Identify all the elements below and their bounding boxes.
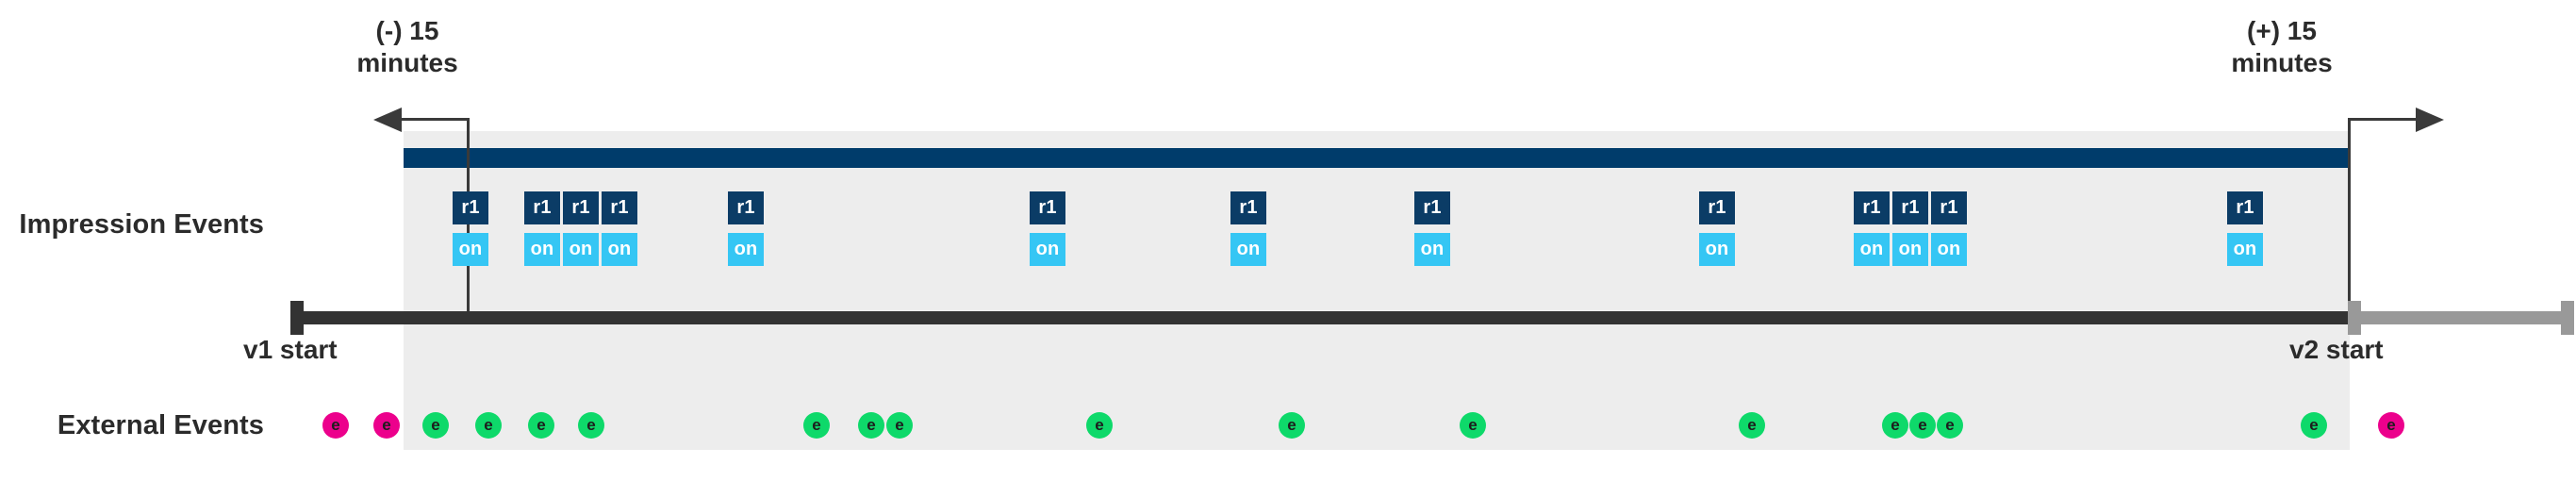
impression-state-chip: on <box>1892 233 1928 266</box>
external-events-row-label: External Events <box>57 410 264 440</box>
impression-request-chip: r1 <box>453 191 488 224</box>
external-event-dot-16[interactable]: e <box>2301 412 2327 439</box>
impression-state-chip: on <box>1230 233 1266 266</box>
impression-request-chip: r1 <box>2227 191 2263 224</box>
impression-request-chip: r1 <box>1414 191 1450 224</box>
impression-event-4[interactable]: r1 on <box>728 191 764 266</box>
plus-15-minutes-line2: minutes <box>2231 48 2333 77</box>
external-event-dot-1[interactable]: e <box>373 412 400 439</box>
external-event-dot-15[interactable]: e <box>1937 412 1963 439</box>
external-event-dot-10[interactable]: e <box>1279 412 1305 439</box>
plus-15-minutes-line1: (+) 15 <box>2247 16 2317 45</box>
arrow-right-icon <box>2416 108 2444 132</box>
external-event-dot-17[interactable]: e <box>2378 412 2404 439</box>
impression-request-chip: r1 <box>524 191 560 224</box>
minus-15-minutes-line2: minutes <box>356 48 458 77</box>
window-end-guide-line <box>2348 118 2351 323</box>
v2-start-cap <box>2348 301 2361 335</box>
impression-events-row-label: Impression Events <box>19 209 264 240</box>
external-event-dot-3[interactable]: e <box>475 412 502 439</box>
attribution-window-band <box>404 131 2350 450</box>
external-event-dot-7[interactable]: e <box>858 412 884 439</box>
impression-event-11[interactable]: r1 on <box>1931 191 1967 266</box>
impression-state-chip: on <box>728 233 764 266</box>
external-event-dot-5[interactable]: e <box>578 412 604 439</box>
impression-state-chip: on <box>1931 233 1967 266</box>
impression-event-7[interactable]: r1 on <box>1414 191 1450 266</box>
impression-state-chip: on <box>2227 233 2263 266</box>
impression-event-8[interactable]: r1 on <box>1699 191 1735 266</box>
plus-15-minutes-callout: (+) 15 minutes <box>2206 15 2357 79</box>
impression-request-chip: r1 <box>728 191 764 224</box>
impression-event-3[interactable]: r1 on <box>602 191 637 266</box>
impression-state-chip: on <box>1414 233 1450 266</box>
impression-request-chip: r1 <box>1030 191 1065 224</box>
impression-event-6[interactable]: r1 on <box>1230 191 1266 266</box>
impression-event-0[interactable]: r1 on <box>453 191 488 266</box>
impression-request-chip: r1 <box>1230 191 1266 224</box>
impression-event-10[interactable]: r1 on <box>1892 191 1928 266</box>
impression-state-chip: on <box>1699 233 1735 266</box>
minus-15-minutes-callout: (-) 15 minutes <box>332 15 483 79</box>
minus-15-elbow-line <box>400 118 470 121</box>
impression-state-chip: on <box>453 233 488 266</box>
impression-state-chip: on <box>1854 233 1890 266</box>
impression-event-12[interactable]: r1 on <box>2227 191 2263 266</box>
impression-request-chip: r1 <box>1892 191 1928 224</box>
external-event-dot-2[interactable]: e <box>422 412 449 439</box>
impression-event-2[interactable]: r1 on <box>563 191 599 266</box>
external-event-dot-4[interactable]: e <box>528 412 554 439</box>
external-event-dot-9[interactable]: e <box>1086 412 1113 439</box>
external-event-dot-0[interactable]: e <box>322 412 349 439</box>
v2-timeline-axis <box>2348 311 2574 324</box>
v2-end-cap <box>2561 301 2574 335</box>
impression-event-5[interactable]: r1 on <box>1030 191 1065 266</box>
impression-request-chip: r1 <box>602 191 637 224</box>
v1-timeline-axis <box>290 311 2353 324</box>
impression-event-1[interactable]: r1 on <box>524 191 560 266</box>
v2-start-label: v2 start <box>2289 335 2384 364</box>
external-event-dot-11[interactable]: e <box>1460 412 1486 439</box>
impression-event-9[interactable]: r1 on <box>1854 191 1890 266</box>
arrow-left-icon <box>373 108 402 132</box>
external-event-dot-6[interactable]: e <box>803 412 830 439</box>
impression-request-chip: r1 <box>1931 191 1967 224</box>
external-event-dot-8[interactable]: e <box>886 412 913 439</box>
external-event-dot-12[interactable]: e <box>1739 412 1765 439</box>
impression-request-chip: r1 <box>1854 191 1890 224</box>
impression-state-chip: on <box>563 233 599 266</box>
impression-state-chip: on <box>1030 233 1065 266</box>
impression-state-chip: on <box>602 233 637 266</box>
minus-15-minutes-line1: (-) 15 <box>375 16 439 45</box>
impression-state-chip: on <box>524 233 560 266</box>
plus-15-elbow-line <box>2348 118 2418 121</box>
external-event-dot-13[interactable]: e <box>1882 412 1908 439</box>
impression-request-chip: r1 <box>563 191 599 224</box>
v1-start-label: v1 start <box>243 335 338 364</box>
impression-request-chip: r1 <box>1699 191 1735 224</box>
external-event-dot-14[interactable]: e <box>1909 412 1936 439</box>
version-bar <box>404 148 2350 168</box>
v1-start-cap <box>290 301 304 335</box>
